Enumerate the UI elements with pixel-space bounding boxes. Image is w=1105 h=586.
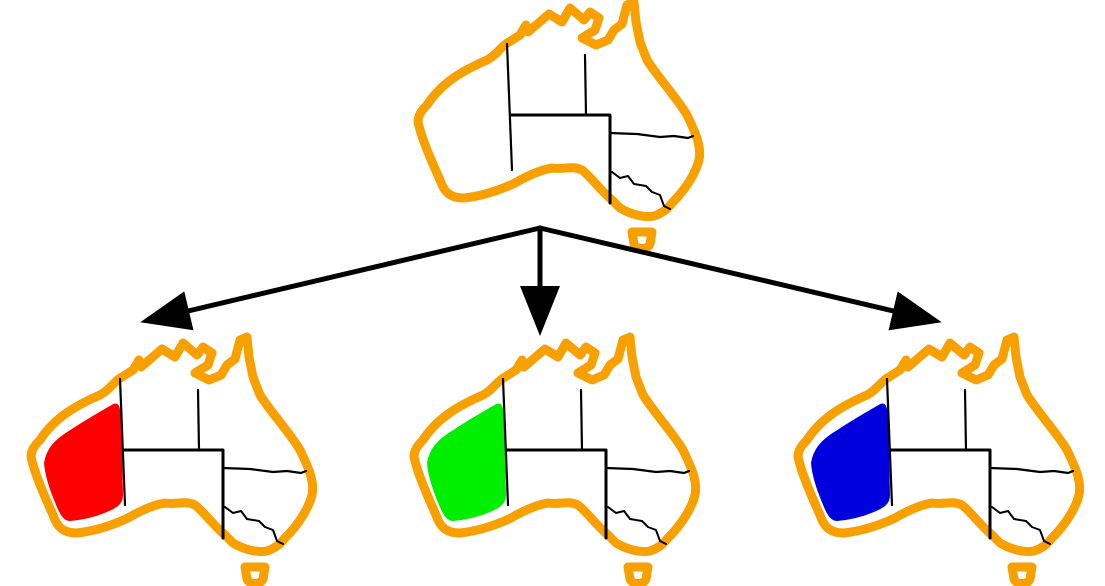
arrow-to-right-map bbox=[537, 225, 942, 331]
root-map bbox=[418, 2, 700, 249]
child-map-right bbox=[798, 337, 1080, 584]
arrow-to-left-map bbox=[140, 225, 543, 331]
child-map-center bbox=[414, 337, 696, 584]
child-map-left bbox=[31, 337, 313, 584]
branch-arrows bbox=[140, 225, 942, 336]
